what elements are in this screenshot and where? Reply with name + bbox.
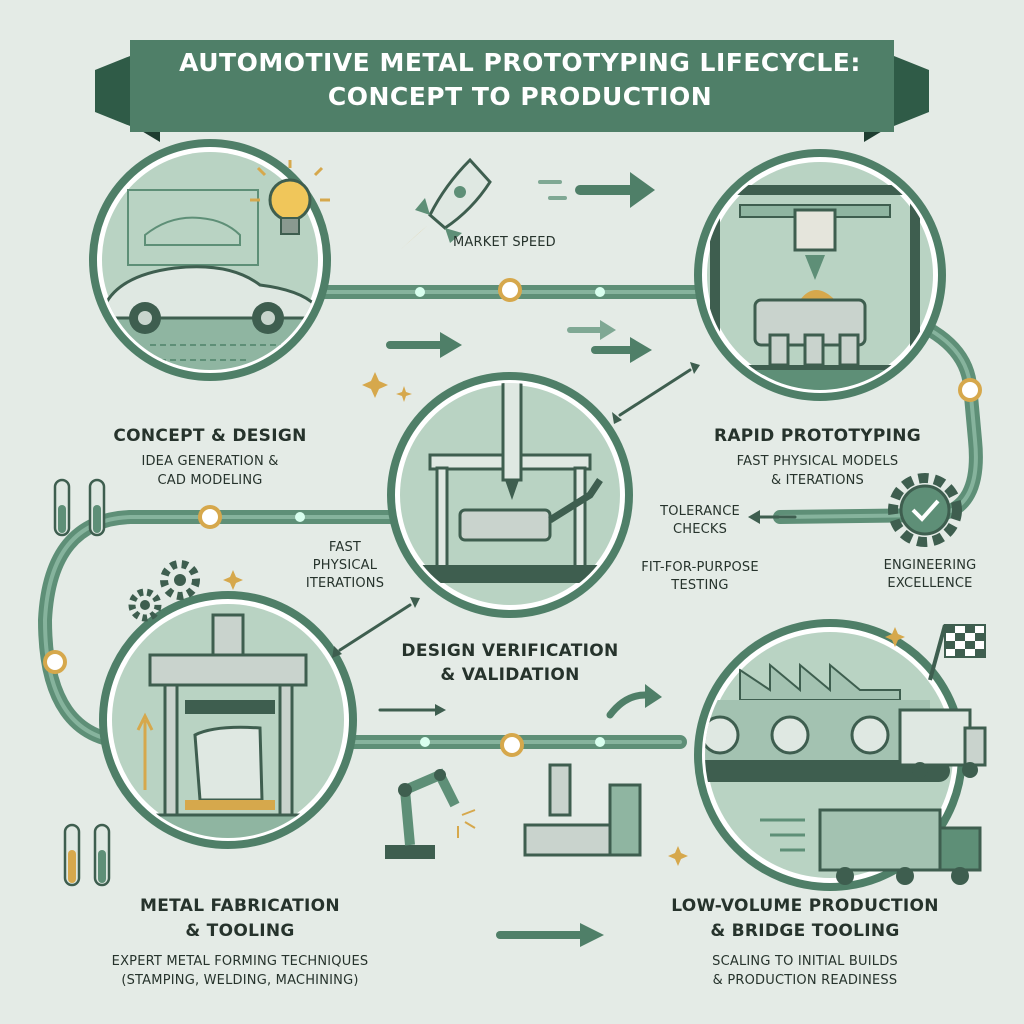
stage-title-fabrication-1: METAL FABRICATION [140,896,340,916]
stage-subtitle-fabrication-1: EXPERT METAL FORMING TECHNIQUES [111,954,369,969]
stage-subtitle-rapid-1: FAST PHYSICAL MODELS [736,454,899,469]
annotation-fast-iterations-1: FAST [328,540,362,555]
stage-subtitle-concept-2: CAD MODELING [157,473,263,488]
flow-arrows [332,172,797,947]
annotation-fast-iterations-3: ITERATIONS [305,576,385,591]
title-line-2: CONCEPT TO PRODUCTION [327,82,713,111]
title-banner [95,40,929,142]
title-line-1: AUTOMOTIVE METAL PROTOTYPING LIFECYCLE: [179,48,861,77]
stage-title-concept: CONCEPT & DESIGN [113,426,307,446]
robot-arm-icon [385,768,476,859]
path-nodes [43,278,982,757]
gear-icon [160,560,200,600]
annotation-market-speed: MARKET SPEED [453,235,556,250]
stage-subtitle-production-2: & PRODUCTION READINESS [712,973,898,988]
gear-icon [128,588,162,622]
annotation-tolerance-1: TOLERANCE [660,504,740,519]
stage-subtitle-rapid-2: & ITERATIONS [770,473,865,488]
gear-check-icon [888,473,962,547]
metal-fabrication-illustration [99,591,357,849]
annotation-fit-for-purpose-1: FIT-FOR-PURPOSE [641,560,759,575]
checkered-flag-icon [928,624,986,681]
stage-subtitle-fabrication-2: (STAMPING, WELDING, MACHINING) [121,973,359,988]
rocket-icon [400,157,492,250]
annotation-tolerance-2: CHECKS [672,522,728,537]
annotation-engineering-1: ENGINEERING [883,558,977,573]
cnc-machine-icon [523,763,642,857]
annotation-fit-for-purpose-2: TESTING [671,578,729,593]
rapid-prototyping-illustration [694,149,946,401]
truck-icon [898,708,987,778]
stage-title-production-2: & BRIDGE TOOLING [710,921,900,941]
annotation-fast-iterations-2: PHYSICAL [312,558,378,573]
truck-icon [760,808,982,885]
test-tubes-icon [63,823,111,887]
design-verification-illustration [387,372,633,618]
stage-subtitle-production-1: SCALING TO INITIAL BUILDS [712,954,898,969]
light-bulb-icon [250,160,330,235]
stage-title-verification-2: & VALIDATION [440,665,580,685]
concept-design-illustration [89,139,331,381]
stage-title-production-1: LOW-VOLUME PRODUCTION [671,896,939,916]
stage-subtitle-concept-1: IDEA GENERATION & [141,454,279,469]
page-title: AUTOMOTIVE METAL PROTOTYPING LIFECYCLE: … [135,46,905,114]
stage-title-fabrication-2: & TOOLING [185,921,295,941]
sparkle-decorations [223,372,905,866]
stage-title-rapid: RAPID PROTOTYPING [713,426,922,446]
stage-title-verification-1: DESIGN VERIFICATION [401,641,619,661]
test-tubes-icon [53,478,106,537]
annotation-engineering-2: EXCELLENCE [887,576,973,591]
